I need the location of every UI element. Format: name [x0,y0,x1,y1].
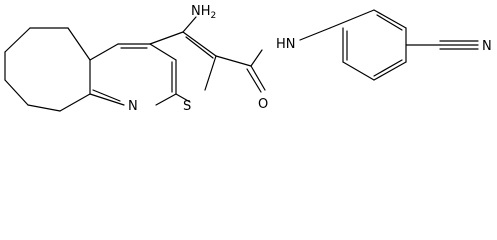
molecule-structure: NH2 HN N S O N [4,4,492,114]
pyridine-n-label: N [128,99,138,114]
amide-group [215,49,266,93]
nitrile-n-label: N [482,39,492,54]
thiophene-s-label: S [183,99,191,114]
cyclooctane-ring [4,27,91,112]
amino-label: NH2 [191,4,216,21]
carbonyl-o-label: O [258,97,268,112]
amino-subscript: 2 [211,11,217,21]
amino-text: NH [191,4,211,19]
amino-bond [182,16,197,33]
nitrile-group [405,40,479,50]
thiophene-ring [149,31,217,103]
benzene-ring [299,9,407,81]
pyridine-ring [89,43,177,106]
amide-nh-label: HN [276,37,296,52]
